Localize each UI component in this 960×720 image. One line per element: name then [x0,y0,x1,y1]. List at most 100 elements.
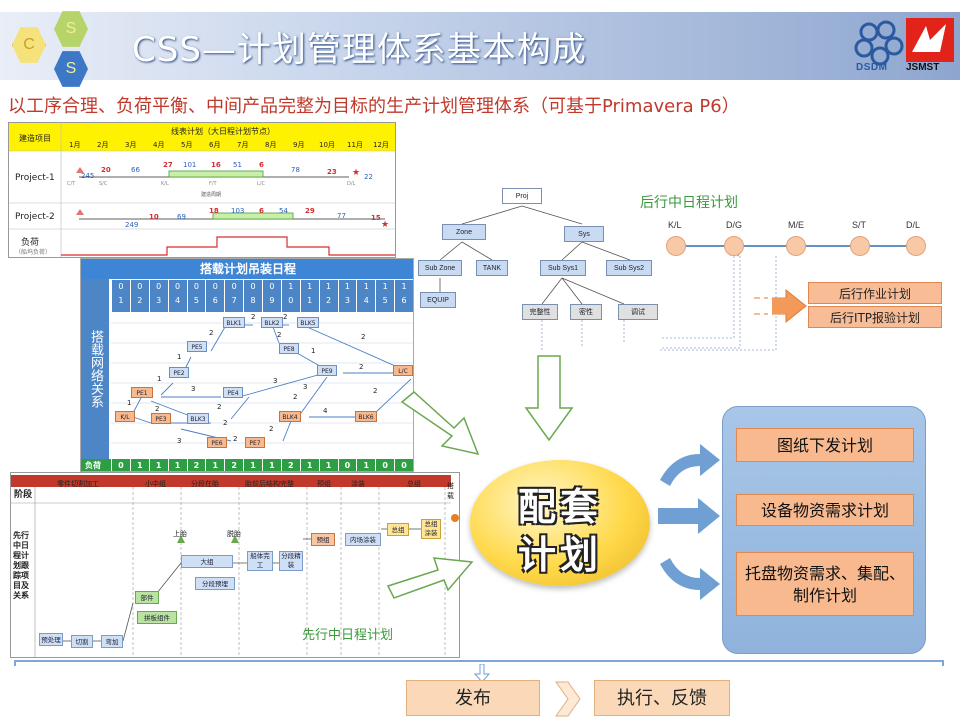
gantt-month: 11月 [347,141,363,149]
milestone-dg [724,236,744,256]
up-right-arrow-icon [386,557,474,599]
edge-label: 2 [155,405,160,413]
edge-label: 2 [251,313,256,321]
down-arrow-icon [524,355,574,442]
node-blk3: BLK3 [187,413,209,424]
network-day-cell: 1 4 [356,280,376,312]
phase: 零件切割加工 [57,480,99,488]
kitting-plan-line1: 配套 [517,485,602,529]
phase: 分段在胎 [191,480,219,488]
edge-label: 4 [323,407,328,415]
gantt-month: 7月 [237,141,249,149]
p2-num: 6 [259,207,264,215]
network-load-cell: 1 [243,459,262,471]
logo-hex-s1: S [54,11,88,47]
jsmst-logo [906,18,954,62]
edge-label: 2 [283,313,288,321]
p2-num: 77 [337,212,346,220]
gantt-month: 5月 [181,141,193,149]
milestone-st-label: S/T [852,220,867,230]
task-outfit: 船体完工 [247,551,273,571]
network-load-label: 负荷 [85,461,101,470]
p1-mark: F/T [209,181,217,187]
network-load-cell: 1 [318,459,338,471]
task-seg-paint: 分段精装 [279,551,303,571]
task-big: 大组 [181,555,233,568]
edge-label: 1 [157,375,162,383]
stage-label: 阶段 [14,490,33,500]
css-logo: C S S [10,10,110,92]
gantt-col-plan: 线表计划（大日程计划节点） [171,127,275,136]
gantt-month: 6月 [209,141,221,149]
task-on-jig: 上胎 [173,530,187,538]
stage-header-bar [11,475,451,487]
p1-num: 66 [131,166,140,174]
network-day-cell: 0 4 [167,280,187,312]
p1-num: 20 [101,166,111,174]
page-subtitle: 以工序合理、负荷平衡、中间产品完整为目标的生产计划管理体系（可基于Primave… [8,96,740,117]
network-day-cell: 0 7 [224,280,244,312]
chevron-right-icon [555,681,581,717]
node-pe8: PE8 [279,343,299,354]
network-load-cell: 1 [262,459,281,471]
p1-num: 51 [233,161,242,169]
release-button[interactable]: 发布 [406,680,540,716]
network-day-cell: 1 3 [337,280,357,312]
tree-sys: Sys [564,226,604,242]
tree-subsys2: Sub Sys2 [606,260,652,276]
edge-label: 1 [311,347,316,355]
tree-zone: Zone [442,224,486,240]
p1-mark: L/C [257,181,265,187]
milestone-me-label: M/E [788,220,805,230]
p1-mark: D/L [347,181,356,187]
network-day-cell: 0 6 [205,280,225,312]
node-blk1: BLK1 [223,317,245,328]
task-total: 总组 [387,523,409,536]
edge-label: 2 [217,403,222,411]
gantt-col-project: 建造项目 [19,134,51,143]
p1-mark: C/T [67,181,76,187]
task-pre-group: 预组 [311,533,335,546]
dsdm-logo [854,20,904,66]
execute-feedback-button[interactable]: 执行、反馈 [594,680,730,716]
tree-connectors [439,205,631,350]
stage-grid [11,487,459,657]
p2-num: 103 [231,207,245,215]
network-day-cell: 0 5 [186,280,206,312]
node-lc: L/C [393,365,413,376]
gantt-month: 12月 [373,141,389,149]
p2-num: 249 [125,221,139,229]
edge-label: 2 [277,331,282,339]
node-kl: K/L [115,411,135,422]
rear-schedule-title: 后行中日程计划 [640,195,738,211]
node-blk2: BLK2 [261,317,283,328]
tree-equip: EQUIP [420,292,456,308]
p1-num: 101 [183,161,197,169]
node-pe7: PE7 [245,437,265,448]
milestone-dg-label: D/G [726,220,743,230]
edge-label: 3 [303,383,308,391]
network-day-cell: 0 3 [148,280,168,312]
network-day-cell: 0 1 [111,280,130,312]
edge-label: 2 [233,435,238,443]
p1-num: 78 [291,166,300,174]
p2-num: 69 [177,213,186,221]
edge-label: 2 [269,425,274,433]
rear-work-plan: 后行作业计划 [808,282,942,304]
network-day-cell: 1 5 [375,280,395,312]
edge-label: 3 [273,377,278,385]
header-band [0,12,960,80]
network-load-cell: 1 [356,459,375,471]
network-load-cell: 1 [148,459,168,471]
p1-note: 建造周期 [201,192,222,198]
p2-num: 29 [305,207,315,215]
node-pe5: PE5 [187,341,207,352]
edge-label: 2 [373,387,378,395]
phase: 涂装 [351,480,365,488]
network-day-cell: 1 6 [394,280,413,312]
load-label: 负荷 [21,238,40,248]
task-inner-paint: 内场涂装 [345,533,381,546]
gantt-month: 9月 [293,141,305,149]
